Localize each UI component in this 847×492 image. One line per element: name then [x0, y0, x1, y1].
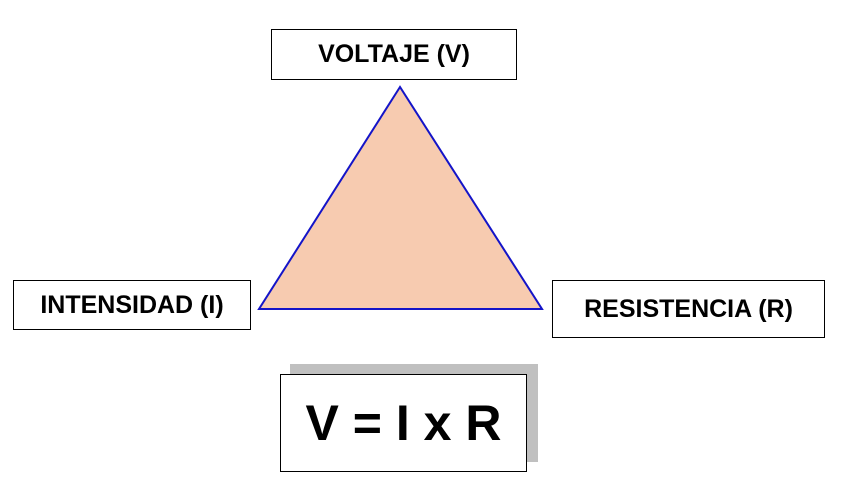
- triangle-shape: [257, 85, 544, 310]
- voltage-label: VOLTAJE (V): [271, 29, 517, 80]
- ohms-law-formula: V = I x R: [280, 374, 527, 472]
- resistance-label: RESISTENCIA (R): [552, 280, 825, 338]
- current-label: INTENSIDAD (I): [13, 280, 251, 330]
